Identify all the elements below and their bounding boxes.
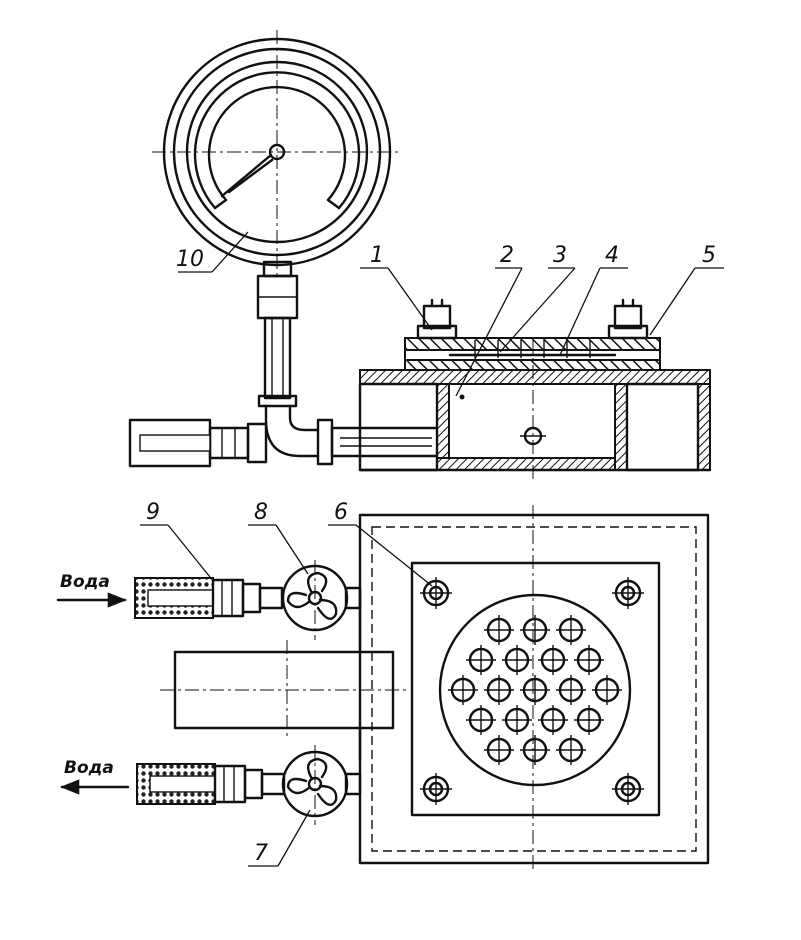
perforation-hole (556, 675, 586, 705)
perforation-hole (484, 615, 514, 645)
supply-pipe-elbow (128, 404, 442, 468)
bolt-right (607, 298, 649, 340)
perforation-hole (502, 705, 532, 735)
perforation-hole (484, 675, 514, 705)
perforation-hole (448, 675, 478, 705)
perforation-hole (556, 615, 586, 645)
callout-10: 10 (176, 247, 204, 272)
cell-section-view (358, 298, 712, 480)
perforation-hole (574, 705, 604, 735)
callout-3: 3 (553, 243, 567, 268)
bolt-plan-bottom-left (420, 773, 452, 805)
bolt-plan-top-left (420, 577, 452, 609)
water-inlet-assembly (134, 560, 362, 640)
callout-leaders (140, 231, 724, 867)
cell-plan-view (160, 505, 710, 870)
perforation-hole (484, 735, 514, 765)
perforation-hole (520, 735, 550, 765)
callout-8: 8 (254, 500, 268, 525)
perforation-hole (502, 645, 532, 675)
callout-2: 2 (500, 243, 514, 268)
callout-4: 4 (605, 243, 619, 268)
perforation-hole (520, 675, 550, 705)
pressure-gauge (152, 30, 402, 408)
callout-6: 6 (334, 500, 348, 525)
perforation-hole (574, 645, 604, 675)
perforation-hole (538, 645, 568, 675)
perforation-hole (466, 705, 496, 735)
callout-1: 1 (370, 243, 384, 268)
callout-5: 5 (702, 243, 716, 268)
bolt-plan-top-right (612, 577, 644, 609)
bolt-left (416, 298, 458, 340)
perforation-hole (466, 645, 496, 675)
perforation-hole (538, 705, 568, 735)
flow-in-label: Вода (60, 572, 110, 592)
perforated-disk (438, 593, 632, 787)
perforation-hole (556, 735, 586, 765)
callout-7: 7 (254, 841, 268, 866)
callout-9: 9 (146, 500, 160, 525)
flow-out-label: Вода (64, 758, 114, 778)
perforation-hole (520, 615, 550, 645)
perforation-hole (592, 675, 622, 705)
bolt-plan-bottom-right (612, 773, 644, 805)
water-outlet-assembly (136, 745, 362, 825)
